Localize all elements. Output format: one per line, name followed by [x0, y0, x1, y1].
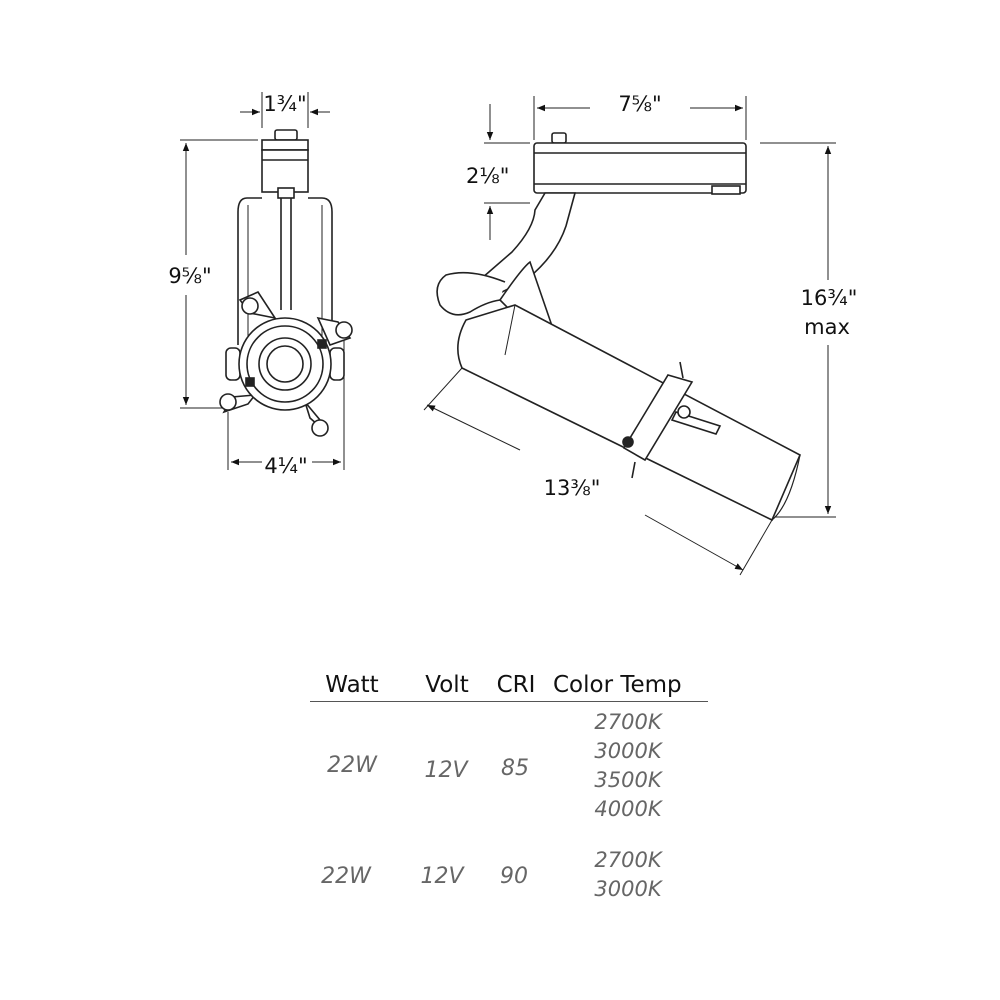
front-dimension-lines: [180, 92, 345, 470]
row1-temp-1: 2700K: [594, 710, 662, 734]
row2-watt: 22W: [321, 864, 371, 889]
side-view: [436, 132, 802, 522]
row1-cri: 85: [501, 756, 529, 781]
front-bottom-width-label: 4¼": [264, 454, 308, 478]
row1-volt: 12V: [424, 758, 468, 783]
side-dimension-lines: [423, 96, 836, 576]
header-cri: CRI: [496, 672, 536, 698]
front-top-width-label: 1¾": [263, 92, 307, 116]
header-color-temp: Color Temp: [553, 672, 682, 698]
row2-color-temps: 2700K 3000K: [594, 846, 661, 904]
header-volt: Volt: [425, 672, 469, 698]
front-height-label: 9⅝": [168, 264, 212, 288]
header-watt: Watt: [325, 672, 379, 698]
technical-drawing: [180, 92, 836, 576]
spec-table: Watt Volt CRI Color Temp 22W 12V 85 2700…: [300, 670, 720, 910]
side-total-height-label: 16¾": [800, 286, 858, 310]
side-top-width-label: 7⅝": [618, 92, 662, 116]
row1-temp-2: 3000K: [594, 739, 662, 763]
row1-color-temps: 2700K 3000K 3500K 4000K: [594, 708, 661, 824]
row1-watt: 22W: [327, 753, 377, 778]
row1-temp-4: 4000K: [594, 797, 662, 821]
row2-temp-2: 3000K: [594, 877, 662, 901]
side-total-height-note: max: [804, 315, 850, 339]
front-view: [219, 129, 353, 437]
row1-temp-3: 3500K: [594, 768, 662, 792]
side-adapter-height-label: 2⅛": [466, 164, 510, 188]
header-rule: [310, 701, 708, 702]
row2-volt: 12V: [420, 864, 464, 889]
row2-cri: 90: [500, 864, 528, 889]
row2-temp-1: 2700K: [594, 848, 662, 872]
side-length-label: 13⅜": [543, 476, 601, 500]
